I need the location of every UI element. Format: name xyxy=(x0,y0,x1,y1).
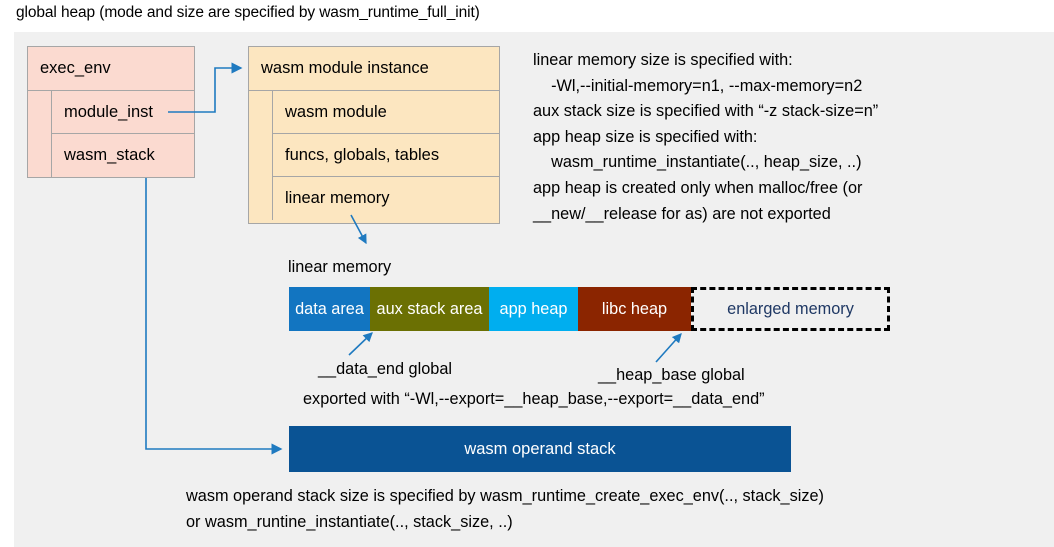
operand-stack-notes: wasm operand stack size is specified by … xyxy=(186,487,824,531)
segment-data-area: data area xyxy=(289,287,370,331)
annotation-data-end: __data_end global xyxy=(318,360,452,378)
annotation-exported-with: exported with “-Wl,--export=__heap_base,… xyxy=(303,390,765,408)
wasm-module-instance-header: wasm module instance xyxy=(249,47,499,91)
exec-env-field-module-inst: module_inst xyxy=(52,91,194,134)
wmi-field-funcs-globals-tables: funcs, globals, tables xyxy=(273,134,499,177)
wmi-field-wasm-module: wasm module xyxy=(273,91,499,134)
exec-env-box: exec_env module_inst wasm_stack xyxy=(27,46,195,178)
linear-memory-label: linear memory xyxy=(288,258,392,276)
segment-app-heap: app heap xyxy=(489,287,578,331)
exec-env-body: module_inst wasm_stack xyxy=(28,91,194,177)
segment-enlarged-memory: enlarged memory xyxy=(691,287,890,331)
wmi-field-linear-memory: linear memory xyxy=(285,189,390,207)
page-title: global heap (mode and size are specified… xyxy=(16,4,480,21)
wasm-module-instance-gutter xyxy=(249,91,273,220)
annotation-heap-base: __heap_base global xyxy=(598,366,745,384)
linear-memory-notes: linear memory size is specified with: -W… xyxy=(533,51,879,223)
exec-env-rows: module_inst wasm_stack xyxy=(52,91,194,177)
segment-libc-heap: libc heap xyxy=(578,287,691,331)
linear-memory-bar: data area aux stack area app heap libc h… xyxy=(289,287,890,331)
wasm-module-instance-body: wasm module funcs, globals, tables linea… xyxy=(249,91,499,220)
exec-env-gutter xyxy=(28,91,52,177)
wasm-operand-stack-box: wasm operand stack xyxy=(289,426,791,472)
segment-aux-stack-area: aux stack area xyxy=(370,287,489,331)
wasm-module-instance-box: wasm module instance wasm module funcs, … xyxy=(248,46,500,224)
wasm-module-instance-rows: wasm module funcs, globals, tables linea… xyxy=(273,91,499,220)
exec-env-header: exec_env xyxy=(28,47,194,91)
exec-env-field-wasm-stack: wasm_stack xyxy=(64,146,155,164)
